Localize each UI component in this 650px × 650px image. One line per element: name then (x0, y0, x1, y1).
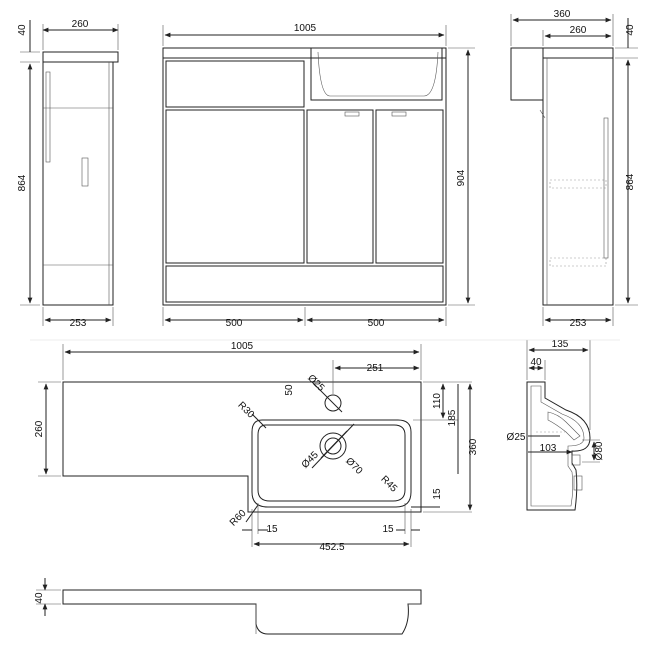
plan-tap-hole-label: Ø25 (305, 373, 326, 394)
front-door-right (375, 109, 444, 264)
plan-bowl-width-label: 452.5 (319, 542, 344, 553)
front-edge-view: 40 (34, 578, 422, 635)
left-side-thickness-label: 40 (17, 24, 28, 36)
left-side-body (42, 61, 114, 306)
plan-radius-bottom-label: R60 (228, 508, 249, 529)
plan-radius-right-label: R45 (378, 474, 399, 495)
front-handle-middle (344, 111, 360, 117)
front-basin-outline (310, 48, 443, 101)
front-plinth (165, 265, 444, 303)
front-carcass (162, 57, 447, 306)
plan-tap-offset-label: 251 (367, 363, 384, 374)
plan-basin-outer (251, 419, 412, 508)
left-side-top-depth-label: 260 (72, 19, 89, 30)
section-outlet-lower (573, 475, 583, 491)
right-side-worktop (542, 47, 614, 59)
plan-waste-inner-label: Ø45 (300, 449, 321, 470)
right-side-top-depth-label: 260 (570, 25, 587, 36)
section-depth-label: 135 (552, 339, 569, 350)
front-total-height-label: 904 (456, 169, 467, 186)
plan-rim-right-label: 15 (382, 524, 394, 535)
front-view: 1005 904 500 500 (162, 23, 475, 329)
right-side-height-label: 864 (625, 173, 636, 190)
section-outlet-stub (571, 454, 581, 466)
plan-view: 1005 251 50 Ø25 R30 260 Ø45 Ø70 R45 R60 … (34, 341, 479, 553)
front-half-right-label: 500 (368, 318, 385, 329)
left-side-view: 260 40 864 253 (17, 19, 119, 329)
right-side-base-depth-label: 253 (570, 318, 587, 329)
plan-depth-left-label: 260 (34, 420, 45, 437)
front-handle-right (391, 111, 407, 117)
left-side-handle-lower (81, 157, 89, 187)
left-side-worktop (42, 51, 119, 63)
section-outlet-label: Ø80 (594, 441, 605, 460)
edge-worktop-profile (62, 589, 422, 635)
left-side-height-label: 864 (17, 174, 28, 191)
section-overflow-label: Ø25 (507, 432, 526, 443)
plan-overall-depth-label: 360 (468, 438, 479, 455)
section-lip-label: 40 (530, 357, 542, 368)
front-basin-bowl (317, 51, 439, 97)
edge-thickness-label: 40 (34, 592, 45, 604)
section-waste-depth-label: 103 (540, 443, 557, 454)
plan-overall-width-label: 1005 (231, 341, 254, 352)
plan-waste-inner-icon (324, 437, 342, 455)
plan-worktop-outline (62, 381, 422, 513)
right-side-thickness-label: 40 (625, 24, 636, 36)
right-side-view: 360 260 40 864 253 (510, 9, 638, 329)
right-side-body (542, 57, 614, 306)
section-overflow-channel (547, 411, 581, 441)
plan-waste-outer-icon (319, 432, 347, 460)
front-half-left-label: 500 (226, 318, 243, 329)
front-door-left (165, 109, 305, 264)
plan-bowl-depth-label: 185 (447, 409, 458, 426)
right-side-overall-depth-label: 360 (554, 9, 571, 20)
plan-tap-hole-icon (324, 394, 342, 412)
right-side-basin-block (510, 47, 544, 101)
plan-rim-left-label: 15 (266, 524, 278, 535)
plan-waste-outer-label: Ø70 (343, 456, 364, 477)
front-door-middle (306, 109, 374, 264)
left-side-handle-upper (45, 71, 51, 163)
plan-rim-front-label: 15 (432, 488, 443, 500)
right-side-handle (603, 117, 609, 259)
section-view: 135 40 Ø25 103 Ø80 (507, 339, 605, 511)
plan-basin-inner (257, 424, 406, 502)
plan-tap-depth-label: 110 (432, 393, 443, 409)
front-drawer (165, 60, 305, 108)
front-worktop (162, 47, 447, 59)
left-side-base-depth-label: 253 (70, 318, 87, 329)
section-basin-outline (526, 381, 591, 511)
plan-tap-edge-label: 50 (284, 384, 295, 396)
section-basin-inner (530, 385, 585, 507)
plan-radius-top-label: R30 (235, 400, 256, 421)
front-overall-width-label: 1005 (294, 23, 317, 34)
